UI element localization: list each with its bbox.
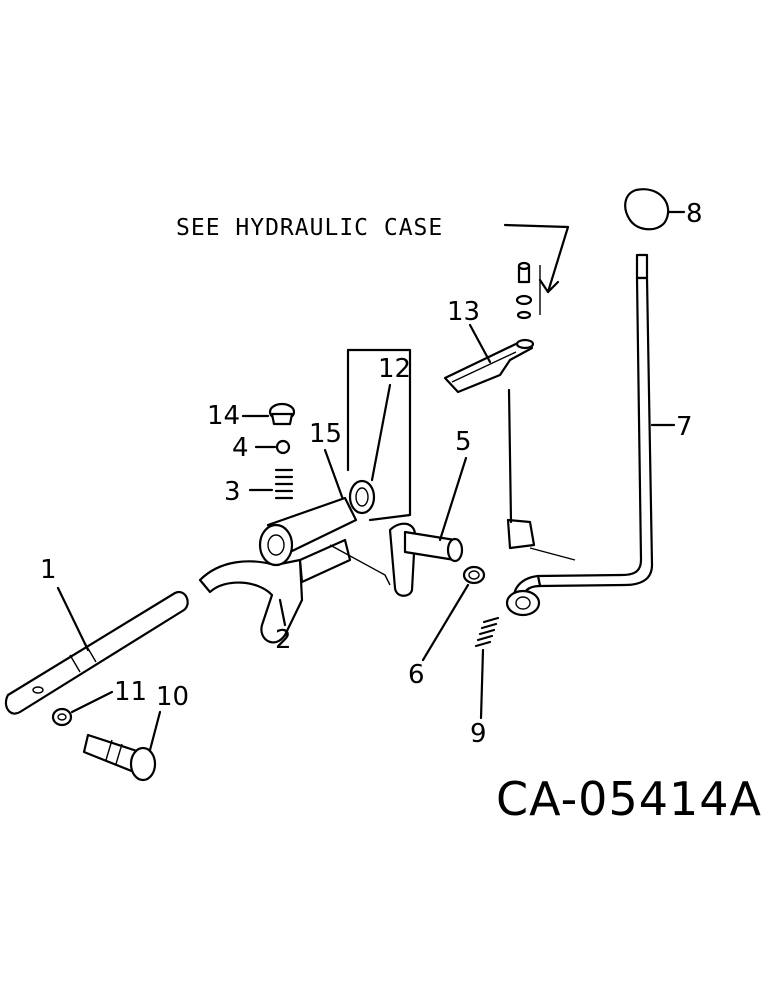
part-10-pin (82, 733, 157, 782)
leader-10 (148, 710, 162, 752)
part-15-sleeve (348, 479, 376, 515)
drawing-code: CA-05414A (496, 772, 762, 826)
part-2-shift-fork (198, 496, 391, 644)
leader-1 (56, 586, 90, 652)
part-1-shift-rail (4, 590, 189, 715)
leader-6 (421, 583, 470, 662)
callout-6: 6 (408, 660, 425, 690)
part-9-spring (474, 616, 500, 648)
leader-5 (438, 456, 468, 542)
leader-13 (468, 323, 492, 364)
part-8-knob (624, 188, 670, 231)
note-see-hydraulic-case: SEE HYDRAULIC CASE (176, 215, 443, 241)
part-6-washer (462, 565, 486, 585)
part-14-plug (268, 402, 296, 426)
callout-3: 3 (224, 477, 241, 507)
note-arrowhead (538, 278, 560, 294)
leader-2 (278, 598, 287, 627)
callout-2: 2 (275, 625, 292, 655)
callout-13: 13 (447, 297, 480, 327)
callout-9: 9 (470, 719, 487, 749)
callout-8: 8 (686, 199, 703, 229)
leader-15 (323, 448, 347, 507)
leader-11 (70, 690, 114, 714)
leader-12 (370, 383, 392, 482)
part-5-shifter-arm (388, 522, 464, 597)
part-11-nut (51, 707, 73, 727)
callout-4: 4 (232, 433, 249, 463)
callout-1: 1 (40, 555, 57, 585)
callout-11: 11 (114, 677, 147, 707)
callout-10: 10 (156, 682, 189, 712)
part-3-spring (274, 468, 294, 500)
note-leader-line (503, 223, 570, 294)
callout-7: 7 (676, 412, 693, 442)
callout-5: 5 (455, 427, 472, 457)
part-4-ball (275, 439, 291, 455)
part-13-bracket (443, 261, 541, 394)
callout-14: 14 (207, 401, 240, 431)
part-12-group-bracket (346, 348, 412, 522)
part-7-shift-lever (505, 253, 654, 617)
callout-12: 12 (378, 354, 411, 384)
callout-15: 15 (309, 419, 342, 449)
leader-9 (479, 648, 485, 720)
